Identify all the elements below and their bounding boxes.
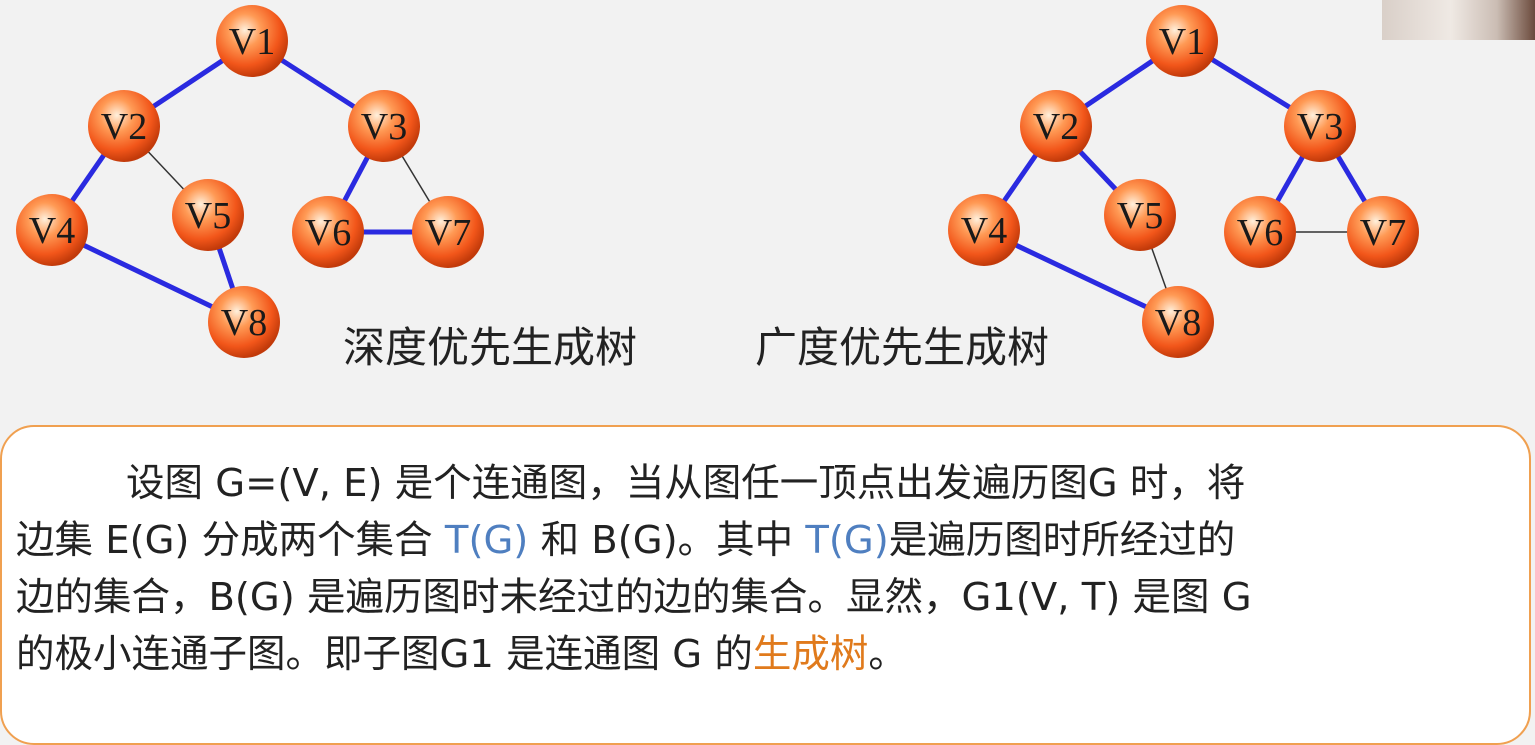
paragraph-text: 边集 E(G) 分成两个集合 — [16, 518, 445, 563]
spanning-tree-highlight: 生成树 — [752, 632, 869, 677]
node-label: V5 — [185, 195, 231, 237]
node-label: V3 — [361, 106, 407, 148]
paragraph-text: 。 — [868, 632, 907, 677]
bfs-node-v7: V7 — [1347, 196, 1419, 268]
paragraph-text: 的极小连通子图。即子图G1 是连通图 G 的 — [16, 632, 753, 677]
paragraph-text: 是遍历图时所经过的 — [888, 518, 1236, 563]
paragraph-line-4: 的极小连通子图。即子图G1 是连通图 G 的生成树。 — [16, 626, 1521, 683]
bfs-caption: 广度优先生成树 — [755, 323, 1050, 372]
node-label: V4 — [29, 210, 75, 252]
node-label: V5 — [1117, 195, 1163, 237]
node-label: V8 — [1155, 302, 1201, 344]
paragraph-line-3: 边的集合，B(G) 是遍历图时未经过的边的集合。显然，G1(V, T) 是图 G — [16, 569, 1521, 626]
bfs-node-v1: V1 — [1146, 5, 1218, 77]
dfs-node-v6: V6 — [292, 196, 364, 268]
dfs-node-v5: V5 — [172, 179, 244, 251]
tg-highlight: T(G) — [444, 518, 529, 563]
definition-box — [0, 425, 1531, 745]
node-label: V2 — [101, 106, 147, 148]
bfs-node-v6: V6 — [1224, 196, 1296, 268]
definition-paragraph: 设图 G=(V, E) 是个连通图，当从图任一顶点出发遍历图G 时，将 边集 E… — [16, 455, 1521, 683]
node-label: V7 — [425, 212, 471, 254]
bfs-node-v2: V2 — [1020, 90, 1092, 162]
dfs-node-v8: V8 — [208, 286, 280, 358]
bfs-node-v8: V8 — [1142, 286, 1214, 358]
node-label: V1 — [229, 21, 275, 63]
paragraph-text: 边的集合，B(G) 是遍历图时未经过的边的集合。显然，G1(V, T) 是图 G — [16, 575, 1252, 620]
paragraph-line-2: 边集 E(G) 分成两个集合 T(G) 和 B(G)。其中 T(G)是遍历图时所… — [16, 512, 1521, 569]
dfs-node-v2: V2 — [88, 90, 160, 162]
bfs-node-v5: V5 — [1104, 179, 1176, 251]
bfs-edges — [981, 38, 1386, 325]
presenter-video-thumbnail — [1382, 0, 1535, 40]
dfs-graph: V1 V2 V3 V4 V5 V6 V7 V8 — [16, 5, 484, 358]
dfs-node-v3: V3 — [348, 90, 420, 162]
paragraph-text: 和 B(G)。其中 — [528, 518, 806, 563]
node-label: V3 — [1297, 106, 1343, 148]
paragraph-text: 设图 G=(V, E) 是个连通图，当从图任一顶点出发遍历图G 时，将 — [126, 461, 1246, 506]
node-label: V2 — [1033, 106, 1079, 148]
bfs-node-v3: V3 — [1284, 90, 1356, 162]
node-label: V4 — [961, 210, 1007, 252]
spanning-tree-diagrams: V1 V2 V3 V4 V5 V6 V7 V8 — [16, 5, 1419, 358]
bfs-node-v4: V4 — [948, 194, 1020, 266]
dfs-node-v1: V1 — [216, 5, 288, 77]
dfs-caption: 深度优先生成树 — [343, 323, 638, 372]
node-label: V6 — [1237, 212, 1283, 254]
tg-highlight: T(G) — [805, 518, 889, 563]
dfs-edges — [49, 38, 449, 325]
paragraph-line-1: 设图 G=(V, E) 是个连通图，当从图任一顶点出发遍历图G 时，将 — [16, 455, 1521, 512]
node-label: V7 — [1360, 212, 1406, 254]
node-label: V8 — [221, 302, 267, 344]
node-label: V1 — [1159, 21, 1205, 63]
node-label: V6 — [305, 212, 351, 254]
bfs-graph: V1 V2 V3 V4 V5 V6 V7 V8 — [948, 5, 1419, 358]
dfs-node-v4: V4 — [16, 194, 88, 266]
dfs-node-v7: V7 — [412, 196, 484, 268]
